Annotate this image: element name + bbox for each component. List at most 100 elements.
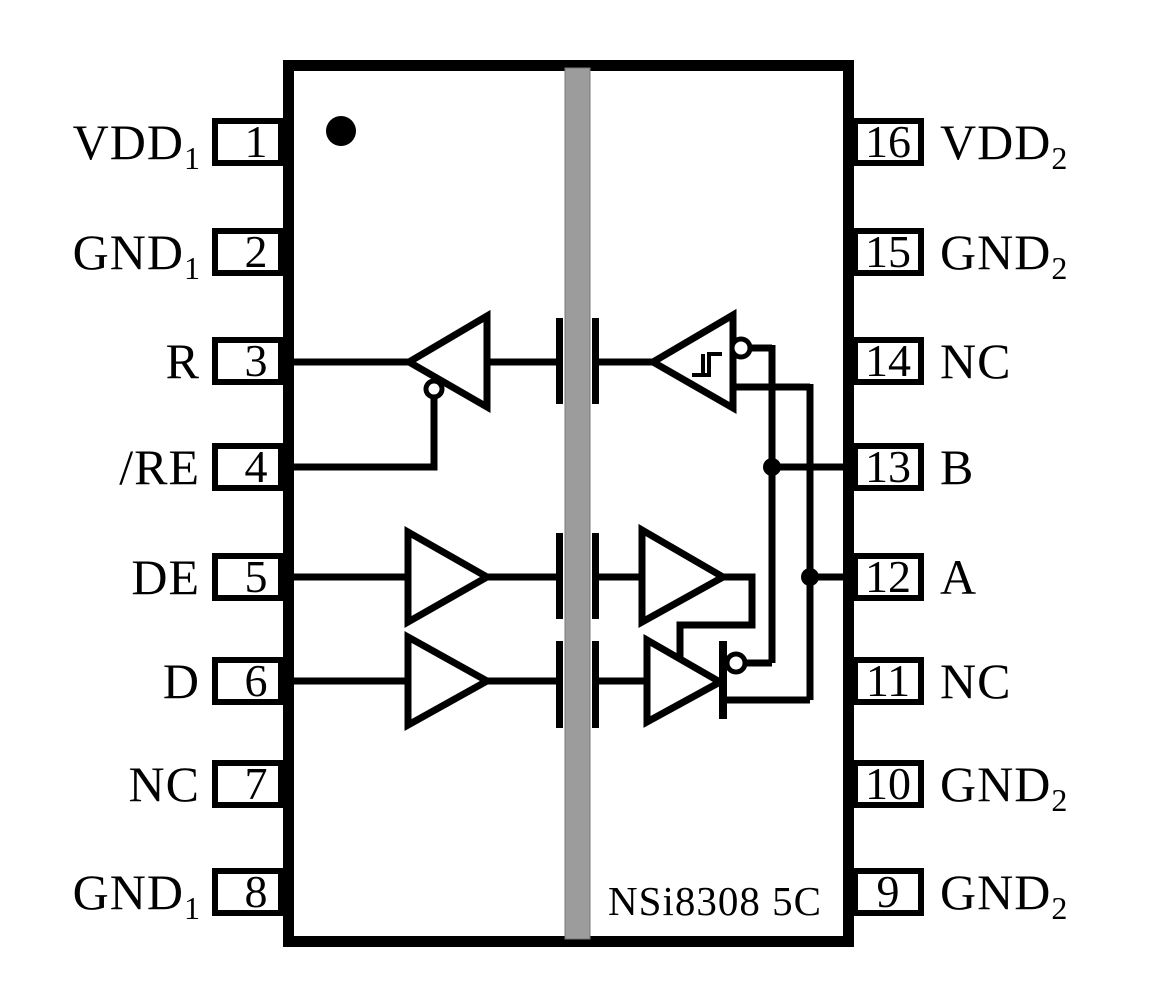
pin-number: 1 xyxy=(244,116,268,167)
pin-box-10: 10 xyxy=(852,760,924,808)
pin-label-text: R xyxy=(165,333,200,389)
pin-box-5: 5 xyxy=(212,553,284,601)
pin-label-text: B xyxy=(940,439,975,495)
schmitt-receiver-side2-triangle xyxy=(646,308,737,415)
pin-label-d: D xyxy=(163,651,200,711)
chip-part-number: NSi8308 5C xyxy=(608,878,822,924)
isolation-capacitor-r-channel xyxy=(556,318,599,404)
pin-box-11: 11 xyxy=(852,657,924,705)
pin-number: 14 xyxy=(865,335,911,386)
junction-dot-a xyxy=(801,568,819,586)
capacitor-plate xyxy=(556,641,563,728)
schmitt-hysteresis-glyph xyxy=(692,352,722,377)
receiver-buffer-side1-triangle xyxy=(402,309,491,414)
isolation-barrier xyxy=(564,67,591,940)
pin-label-text: GND xyxy=(940,224,1052,280)
pin-label-text: GND xyxy=(72,864,184,920)
pin-label-text: VDD xyxy=(72,114,184,170)
pin-label-a: A xyxy=(940,547,977,607)
pin-label-subscript: 2 xyxy=(1051,140,1068,176)
d-buffer-side1-triangle xyxy=(404,631,495,731)
pin-number: 10 xyxy=(865,758,911,809)
pin-label-subscript: 1 xyxy=(184,140,200,176)
pin-label-text: GND xyxy=(940,756,1052,812)
pin-label-text: DE xyxy=(131,549,200,605)
wire-de-enable-to-driver xyxy=(676,573,756,662)
pin-number: 3 xyxy=(244,335,268,386)
pin-box-3: 3 xyxy=(212,337,284,385)
pin-label-text: NC xyxy=(940,653,1012,709)
pin-number: 6 xyxy=(244,655,268,706)
capacitor-plate xyxy=(556,318,563,404)
driver-side2-triangle xyxy=(643,633,728,728)
pin-box-12: 12 xyxy=(852,553,924,601)
pin-box-15: 15 xyxy=(852,228,924,276)
pin-box-14: 14 xyxy=(852,337,924,385)
pin-label-subscript: 2 xyxy=(1051,782,1068,818)
pin-label-gnd2-10: GND2 xyxy=(940,754,1067,818)
pin-number: 12 xyxy=(865,551,911,602)
pin-box-13: 13 xyxy=(852,443,924,491)
capacitor-plate xyxy=(592,641,599,728)
pin-label-nc14: NC xyxy=(940,331,1011,391)
pin-label-re: /RE xyxy=(119,437,200,497)
isolation-capacitor-de-channel xyxy=(556,533,599,619)
wire-re-enable xyxy=(282,396,438,471)
pin-label-subscript: 2 xyxy=(1051,250,1068,286)
net-b xyxy=(744,344,852,667)
pin-label-subscript: 2 xyxy=(1051,890,1068,926)
pin-box-9: 9 xyxy=(852,868,924,916)
pin-label-gnd2-15: GND2 xyxy=(940,222,1067,286)
de-buffer-side2-triangle xyxy=(638,523,731,628)
pin-number: 8 xyxy=(244,866,268,917)
pin-number: 13 xyxy=(865,441,911,492)
pin-box-7: 7 xyxy=(212,760,284,808)
receiver-enable-bubble-icon xyxy=(423,378,445,400)
pin-label-gnd2-9: GND2 xyxy=(940,862,1067,926)
pin-number: 9 xyxy=(876,866,900,917)
pin-label-nc7: NC xyxy=(129,754,200,814)
pin-number: 15 xyxy=(865,226,911,277)
pin-label-b: B xyxy=(940,437,974,497)
pin-label-text: D xyxy=(162,653,200,709)
pin-label-text: VDD xyxy=(940,114,1052,170)
capacitor-plate xyxy=(592,318,599,404)
capacitor-plate xyxy=(592,533,599,619)
capacitor-plate xyxy=(556,533,563,619)
pin-box-4: 4 xyxy=(212,443,284,491)
pin-box-16: 16 xyxy=(852,118,924,166)
pin-label-gnd1: GND1 xyxy=(72,222,200,286)
pin-number: 16 xyxy=(865,116,911,167)
isolation-capacitor-d-channel xyxy=(556,641,599,728)
net-a xyxy=(727,383,852,704)
pin-box-8: 8 xyxy=(212,868,284,916)
pin-label-r: R xyxy=(166,331,200,391)
de-buffer-side1-triangle xyxy=(404,525,495,629)
pin-label-subscript: 1 xyxy=(184,250,200,286)
pin-label-text: A xyxy=(940,549,978,605)
pin-label-text: NC xyxy=(940,333,1012,389)
junction-dot-b xyxy=(763,458,781,476)
pin-number: 4 xyxy=(244,441,268,492)
pin-number: 5 xyxy=(244,551,268,602)
pin-label-vdd2: VDD2 xyxy=(940,112,1067,176)
pin-label-vdd1: VDD1 xyxy=(72,112,200,176)
pin-box-6: 6 xyxy=(212,657,284,705)
pin-label-subscript: 1 xyxy=(184,890,200,926)
pin-number: 7 xyxy=(244,758,268,809)
pin-label-gnd1-8: GND1 xyxy=(72,862,200,926)
pin-label-de: DE xyxy=(131,547,200,607)
schmitt-inverting-input-bubble-icon xyxy=(729,336,753,360)
pin-box-1: 1 xyxy=(212,118,284,166)
pin-number: 2 xyxy=(244,226,268,277)
pin-box-2: 2 xyxy=(212,228,284,276)
pin-label-text: /RE xyxy=(119,439,200,495)
pin-label-text: GND xyxy=(72,224,184,280)
pin-label-nc11: NC xyxy=(940,651,1011,711)
pin-number: 11 xyxy=(865,655,911,706)
pin1-marker-dot xyxy=(326,116,356,146)
pin-label-text: GND xyxy=(940,864,1052,920)
driver-inverted-output-bubble-icon xyxy=(724,651,748,675)
